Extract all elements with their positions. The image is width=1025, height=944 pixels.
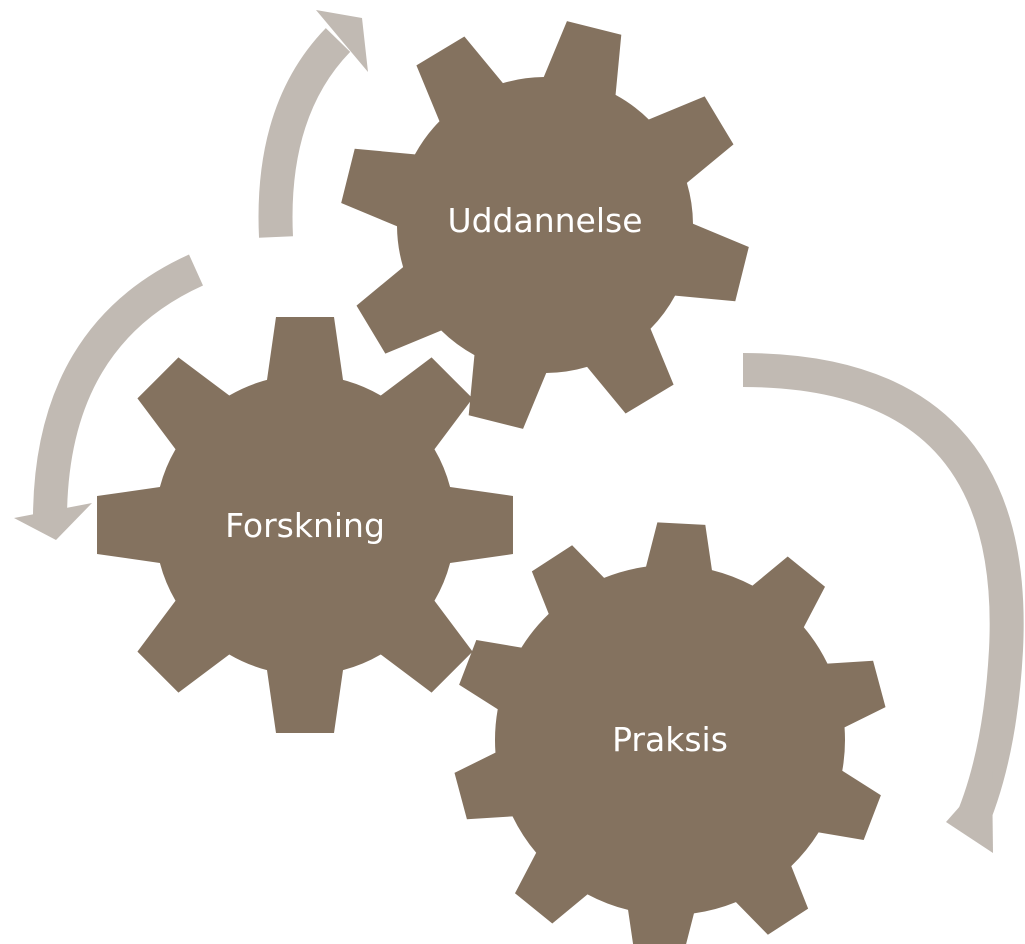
arrows-layer — [14, 10, 1024, 853]
gear-label-uddannelse: Uddannelse — [447, 201, 642, 240]
left-arrow-head — [14, 503, 92, 540]
gear-icon — [97, 317, 513, 733]
curved-arrow-up-icon — [258, 10, 368, 238]
gear-forskning: Forskning — [97, 317, 513, 733]
gear-label-praksis: Praksis — [612, 720, 728, 759]
curved-arrow-down-left-icon — [14, 254, 204, 540]
up-arrow-shaft — [258, 28, 351, 238]
right-arrow-shaft — [742, 353, 1024, 838]
gear-icon — [341, 21, 749, 429]
left-arrow-shaft — [33, 254, 204, 516]
gear-praksis: Praksis — [454, 522, 886, 944]
curved-arrow-down-right-icon — [742, 353, 1024, 853]
right-arrow-head — [946, 770, 993, 853]
gear-uddannelse: Uddannelse — [341, 21, 749, 429]
up-arrow-head — [316, 10, 368, 72]
gear-label-forskning: Forskning — [225, 506, 385, 545]
gear-icon — [454, 522, 886, 944]
